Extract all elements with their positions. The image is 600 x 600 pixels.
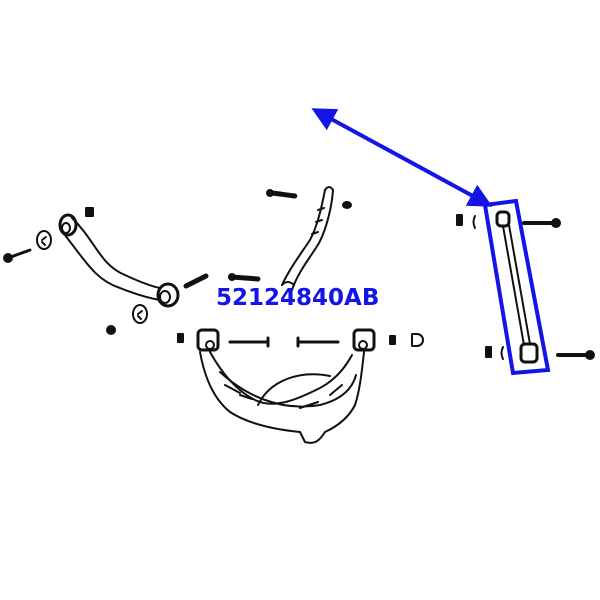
trailing-link-left — [3, 207, 209, 335]
toe-link — [456, 210, 595, 364]
callout-double-arrow — [311, 108, 493, 207]
rear-crossmember — [177, 328, 424, 444]
part-number-label: 52124840AB — [216, 285, 380, 311]
highlight-box — [482, 198, 551, 376]
